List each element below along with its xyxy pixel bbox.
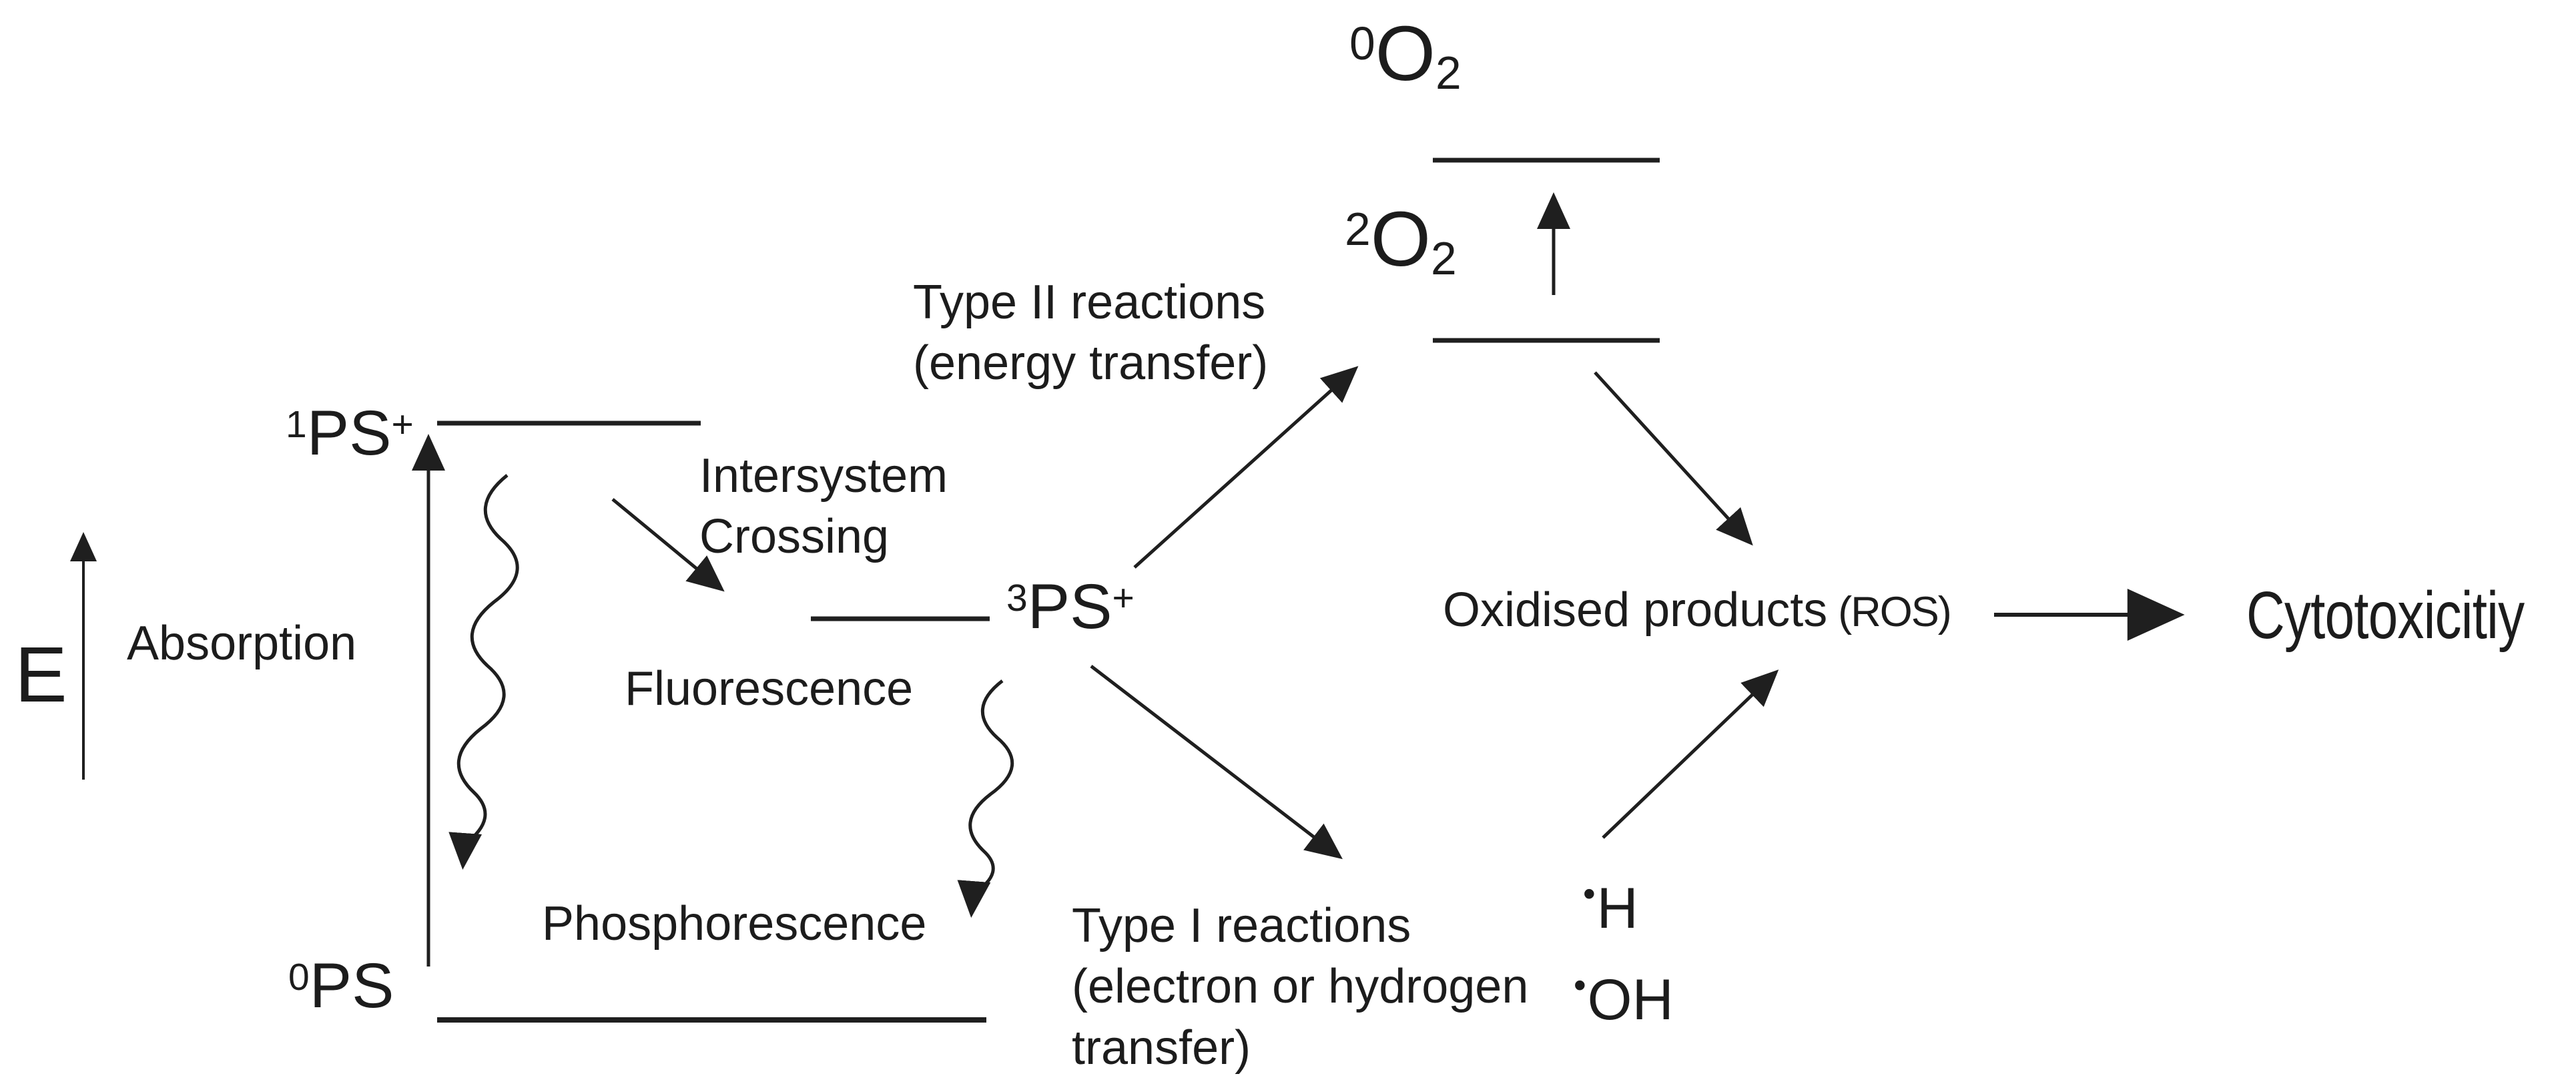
triplet-ps-multiplicity: 3 — [1006, 577, 1028, 620]
oxygen-upper-subscript: 2 — [1435, 46, 1462, 99]
intersystem-crossing-line2: Crossing — [699, 510, 890, 564]
ground-ps-symbol: PS — [309, 950, 394, 1021]
energy-axis-label: E — [15, 631, 67, 719]
oxygen-lower-subscript: 2 — [1430, 232, 1457, 284]
oxygen-upper-multiplicity: 0 — [1349, 17, 1375, 69]
singlet-ps-multiplicity: 1 — [286, 403, 307, 447]
oxygen-to-products-arrow — [1594, 371, 1753, 546]
oxygen-upper-label: 0O2 — [1349, 15, 1462, 95]
singlet-ps-label: 1PS+ — [286, 402, 414, 465]
oxygen-lower-label: 2O2 — [1345, 200, 1457, 281]
type1-reactions-line2: (electron or hydrogen — [1072, 960, 1529, 1014]
phosphorescence-label: Phosphorescence — [542, 897, 927, 950]
ros-label: (ROS) — [1838, 589, 1951, 635]
hydroxyl-radical-dot-icon: • — [1574, 965, 1586, 1005]
ground-ps-multiplicity: 0 — [288, 956, 310, 999]
absorption-label: Absorption — [127, 617, 357, 670]
singlet-ps-symbol: PS — [306, 398, 392, 469]
type1-reactions-label: Type I reactions (electron or hydrogen t… — [1072, 896, 1528, 1079]
intersystem-crossing-arrow — [611, 498, 725, 592]
triplet-ps-symbol: PS — [1027, 571, 1112, 642]
fluorescence-wavy-arrow — [448, 474, 519, 870]
hydrogen-radical-label: •H — [1583, 876, 1638, 937]
triplet-ps-label: 3PS+ — [1006, 575, 1135, 639]
intersystem-crossing-line1: Intersystem — [699, 449, 948, 503]
hydrogen-radical-dot-icon: • — [1583, 874, 1596, 914]
type2-reactions-label: Type II reactions (energy transfer) — [913, 272, 1268, 394]
cytotoxicity-label: Cytotoxicitiy — [2246, 582, 2576, 651]
type2-reactions-line2: (energy transfer) — [913, 336, 1269, 390]
radicals-to-products-arrow — [1602, 669, 1779, 839]
intersystem-crossing-label: Intersystem Crossing — [699, 446, 948, 568]
type1-reactions-line3: transfer) — [1072, 1021, 1251, 1075]
phosphorescence-wavy-arrow — [957, 679, 1014, 918]
hydroxyl-radical-label: •OH — [1574, 965, 1674, 1032]
type2-reactions-line1: Type II reactions — [913, 276, 1266, 329]
singlet-ps-charge: + — [391, 403, 414, 447]
oxygen-lower-symbol: O — [1370, 196, 1431, 282]
type1-reactions-line1: Type I reactions — [1072, 899, 1411, 952]
type2-arrow — [1133, 366, 1359, 569]
hydroxyl-radical-formula: OH — [1587, 968, 1674, 1032]
oxidised-products-label: Oxidised products(ROS) — [1443, 582, 1952, 639]
ground-ps-label: 0PS — [288, 955, 394, 1018]
type1-arrow — [1090, 665, 1343, 860]
oxygen-lower-multiplicity: 2 — [1345, 202, 1371, 255]
hydrogen-radical-formula: H — [1596, 876, 1638, 940]
oxygen-upper-symbol: O — [1375, 10, 1435, 97]
triplet-ps-charge: + — [1112, 577, 1135, 620]
oxidised-products-text: Oxidised products — [1443, 583, 1828, 637]
cytotoxicity-text: Cytotoxicitiy — [2246, 578, 2525, 653]
fluorescence-label: Fluorescence — [625, 662, 914, 716]
